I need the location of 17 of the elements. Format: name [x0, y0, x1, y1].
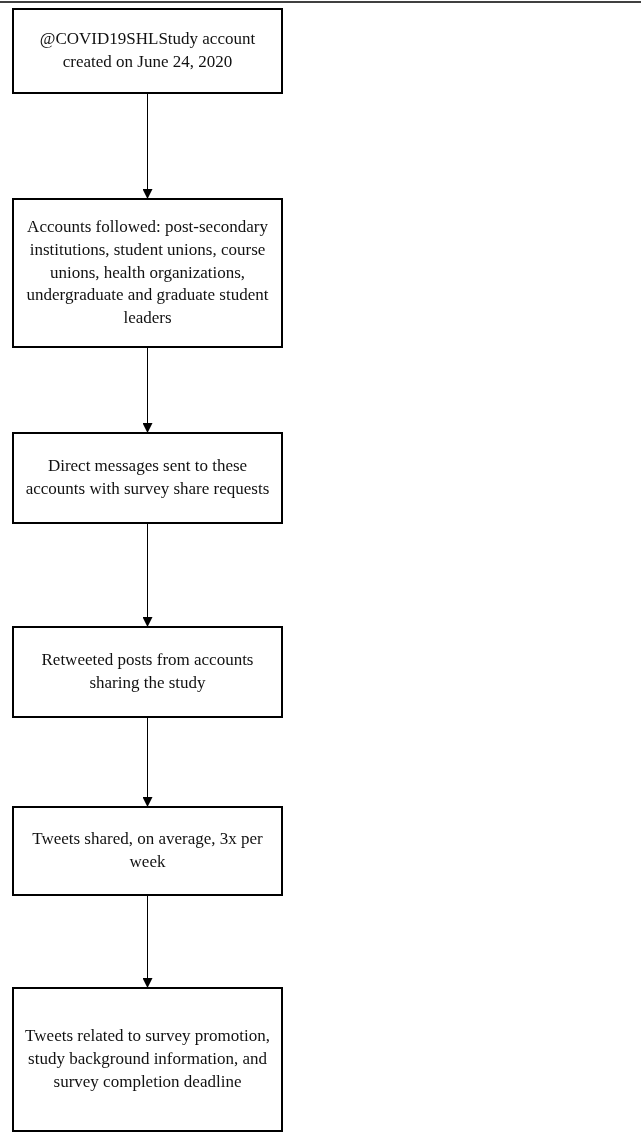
process-box: [12, 806, 283, 896]
arrow: [142, 895, 153, 988]
process-box: [12, 987, 283, 1132]
arrow: [142, 347, 153, 433]
box-text: @COVID19SHLStudy account created on June 24, 2020: [38, 28, 257, 73]
box-text: Retweeted posts from accounts sharing the study: [40, 649, 255, 694]
box-text: Accounts followed: post-secondary institutions, student unions, course unions, health organizations, undergraduate and graduate student leaders: [25, 215, 270, 330]
arrow: [142, 93, 153, 199]
process-box: [12, 432, 283, 524]
process-box: [12, 198, 283, 348]
arrow: [142, 523, 153, 627]
box-text: Tweets related to survey promotion, study background information, and survey completion deadline: [24, 1025, 271, 1093]
process-box: [12, 626, 283, 718]
box-text: Direct messages sent to these accounts with survey share requests: [24, 455, 271, 500]
arrow: [142, 717, 153, 807]
process-box: [12, 8, 283, 94]
box-text: Tweets shared, on average, 3x per week: [31, 828, 264, 873]
